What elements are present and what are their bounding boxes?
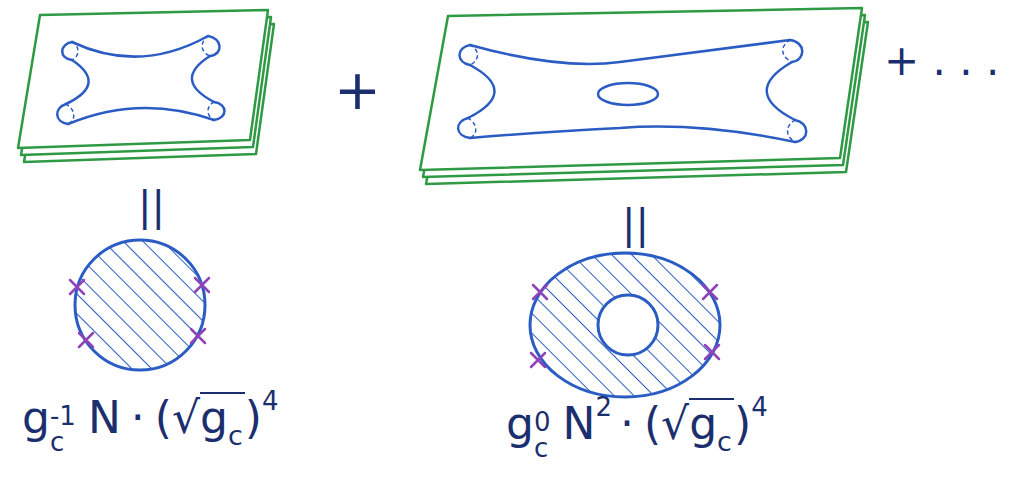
formula-symbol: g — [22, 396, 50, 440]
disk-worldsheet — [75, 240, 205, 370]
equals-sign-holder: || — [138, 186, 165, 226]
formula-symbol: 0 — [534, 409, 551, 435]
formula-symbol: N — [562, 402, 595, 446]
vertex-crosses — [70, 278, 719, 367]
radical-bar: gc — [200, 392, 245, 440]
index-stack: -1c — [50, 403, 76, 445]
plus-sign: + — [334, 57, 381, 122]
formula-symbol: g — [689, 402, 717, 446]
plus-ellipsis-holder: + . . . — [884, 40, 999, 82]
formula-symbol: -1 — [50, 403, 76, 429]
formula-symbol: (√ — [155, 396, 200, 440]
amplitude-formula: g0cN2·(√gc)4 — [506, 398, 776, 459]
formula-symbol: c — [717, 428, 732, 455]
formula-symbol: 2 — [595, 394, 612, 420]
formula-symbol: g — [506, 402, 534, 446]
brane-stack — [18, 10, 274, 162]
formula-symbol: ) — [245, 396, 262, 440]
formula-symbol: N — [88, 396, 121, 440]
formula-symbol: · — [620, 402, 634, 446]
formula-symbol: c — [228, 422, 243, 449]
amplitude-formula: g-1cN·(√gc)4 — [22, 392, 287, 453]
plus-sign-holder: + — [334, 62, 381, 118]
formula-symbol: c — [50, 429, 64, 455]
string-worldsheet — [57, 36, 224, 124]
formula-symbol: 4 — [751, 394, 768, 420]
string-worldsheet — [458, 40, 806, 142]
formula-symbol: 4 — [262, 388, 279, 414]
equals-sign: || — [138, 183, 165, 229]
equals-sign-holder: || — [622, 204, 649, 244]
equals-sign: || — [622, 201, 649, 247]
annulus-worldsheet — [530, 253, 720, 397]
formula-symbol: g — [200, 396, 228, 440]
plus-ellipsis: + . . . — [884, 36, 999, 85]
formula-symbol: ) — [734, 402, 751, 446]
formula-symbol: (√ — [644, 402, 689, 446]
formula-symbol: c — [534, 435, 548, 461]
index-stack: 0c — [534, 409, 551, 451]
radical-bar: gc — [689, 398, 734, 446]
formula-symbol: · — [131, 396, 145, 440]
brane-stack — [420, 8, 868, 184]
